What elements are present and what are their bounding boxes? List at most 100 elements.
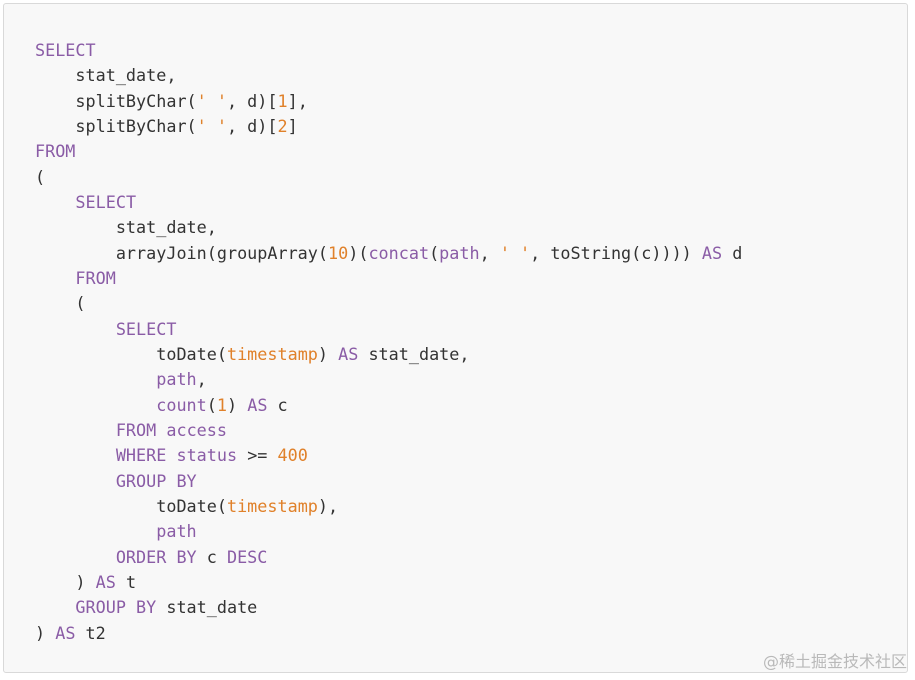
code-line: FROM xyxy=(35,266,742,291)
text-token: stat_date, xyxy=(35,65,177,86)
code-line: toDate(timestamp) AS stat_date, xyxy=(35,342,742,367)
code-line: FROM access xyxy=(35,418,742,443)
text-token: ] xyxy=(287,115,298,136)
text-token: c xyxy=(196,546,227,567)
string-token: ' ' xyxy=(196,90,227,111)
text-token: ) xyxy=(227,394,248,415)
text-token: ), xyxy=(317,495,339,516)
keyword-token: AS xyxy=(55,622,76,643)
code-line: stat_date, xyxy=(35,215,742,240)
code-listing[interactable]: SELECT stat_date, splitByChar(' ', d)[1]… xyxy=(35,38,742,646)
code-block: SELECT stat_date, splitByChar(' ', d)[1]… xyxy=(3,3,908,673)
code-line: toDate(timestamp), xyxy=(35,494,742,519)
keyword-token: WHERE xyxy=(115,445,167,466)
keyword-token: FROM xyxy=(35,141,76,162)
code-line: splitByChar(' ', d)[1], xyxy=(35,89,742,114)
text-token: ( xyxy=(35,166,46,187)
code-line: ( xyxy=(35,291,742,316)
text-token: , d)[ xyxy=(226,90,278,111)
number-token: 400 xyxy=(277,445,308,466)
text-token: , xyxy=(479,242,500,263)
text-token xyxy=(35,319,116,339)
text-token xyxy=(35,445,116,465)
text-token xyxy=(35,395,156,415)
string-token: ' ' xyxy=(499,242,531,263)
keyword-token: AS xyxy=(247,394,268,415)
code-line: path, xyxy=(35,367,742,392)
code-line: stat_date, xyxy=(35,63,742,88)
text-token xyxy=(35,268,75,288)
text-token: )( xyxy=(348,242,369,263)
text-token: ( xyxy=(206,394,217,415)
code-line: ORDER BY c DESC xyxy=(35,545,742,570)
text-token: >= xyxy=(237,445,278,466)
code-line: ( xyxy=(35,165,742,190)
function-token: count xyxy=(156,394,207,415)
keyword-token: AS xyxy=(701,242,723,263)
code-line: path xyxy=(35,519,742,544)
code-line: splitByChar(' ', d)[2] xyxy=(35,114,742,139)
number-token: 1 xyxy=(216,394,227,415)
keyword-token: FROM xyxy=(115,419,157,440)
identifier-token: timestamp xyxy=(226,495,318,516)
code-line: GROUP BY xyxy=(35,469,742,494)
string-token: ' ' xyxy=(196,115,227,136)
keyword-token: ORDER BY xyxy=(115,546,197,567)
text-token xyxy=(166,445,176,465)
text-token xyxy=(35,420,116,440)
identifier-token: path xyxy=(439,242,480,263)
code-line: ) AS t xyxy=(35,570,742,595)
code-line: GROUP BY stat_date xyxy=(35,595,742,620)
number-token: 10 xyxy=(328,242,349,263)
keyword-token: GROUP BY xyxy=(115,470,197,491)
code-line: SELECT xyxy=(35,38,742,63)
identifier-token: timestamp xyxy=(226,343,318,364)
identifier-token: access xyxy=(166,419,227,440)
text-token: ], xyxy=(287,90,308,111)
text-token: stat_date, xyxy=(358,343,470,364)
identifier-token: path xyxy=(156,521,197,542)
text-token: ( xyxy=(35,293,86,314)
keyword-token: DESC xyxy=(226,546,268,567)
text-token: stat_date, xyxy=(35,217,217,238)
text-token xyxy=(35,192,75,212)
text-token xyxy=(35,471,116,491)
code-line: FROM xyxy=(35,139,742,164)
text-token: , xyxy=(196,369,207,390)
code-line: arrayJoin(groupArray(10)(concat(path, ' … xyxy=(35,241,743,266)
code-line: WHERE status >= 400 xyxy=(35,443,742,468)
code-line: count(1) AS c xyxy=(35,393,742,418)
keyword-token: GROUP BY xyxy=(75,597,157,618)
code-line: SELECT xyxy=(35,317,742,342)
text-token: splitByChar( xyxy=(35,115,197,136)
text-token: arrayJoin(groupArray( xyxy=(35,242,328,263)
text-token: d xyxy=(722,242,743,263)
keyword-token: AS xyxy=(95,571,116,592)
function-token: concat xyxy=(368,242,430,263)
text-token: stat_date xyxy=(156,597,258,618)
keyword-token: SELECT xyxy=(75,191,137,212)
text-token: toDate( xyxy=(35,343,227,364)
text-token: ) xyxy=(317,343,339,364)
identifier-token: status xyxy=(176,445,238,466)
text-token: ) xyxy=(35,571,96,592)
number-token: 1 xyxy=(277,90,288,111)
watermark: @稀土掘金技术社区 xyxy=(762,652,907,671)
text-token: ) xyxy=(35,622,56,643)
keyword-token: SELECT xyxy=(35,40,96,60)
text-token xyxy=(156,420,166,440)
code-line: SELECT xyxy=(35,190,742,215)
text-token: toDate( xyxy=(35,495,227,516)
code-line: ) AS t2 xyxy=(35,621,742,646)
text-token: splitByChar( xyxy=(35,90,197,111)
text-token xyxy=(35,597,75,617)
text-token xyxy=(35,521,156,541)
keyword-token: FROM xyxy=(75,267,116,288)
text-token xyxy=(35,547,116,567)
identifier-token: path xyxy=(156,369,197,390)
text-token: ( xyxy=(429,242,440,263)
text-token: c xyxy=(267,394,288,415)
text-token: , d)[ xyxy=(226,115,278,136)
text-token: t xyxy=(115,571,137,592)
number-token: 2 xyxy=(277,115,288,136)
